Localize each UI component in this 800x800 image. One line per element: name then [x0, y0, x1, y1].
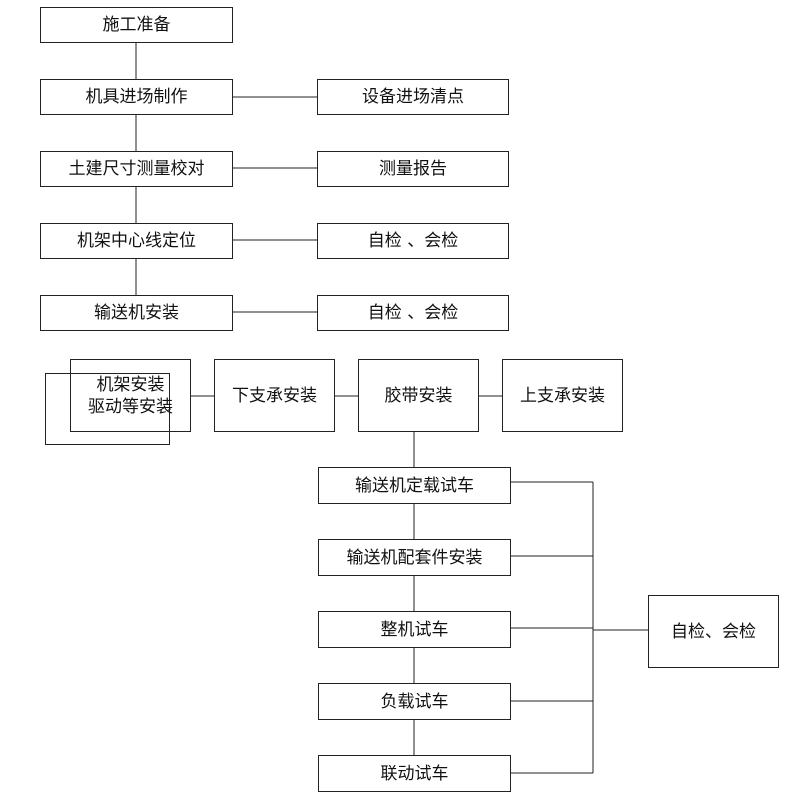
step-tool-prep: 机具进场制作	[40, 79, 233, 115]
final-self-check: 自检、会检	[648, 595, 779, 668]
frame-drive-back-box	[45, 373, 170, 445]
step-construction-prep: 施工准备	[40, 7, 233, 43]
step-belt-install: 胶带安装	[358, 359, 479, 432]
note-equipment-check: 设备进场清点	[317, 79, 509, 115]
frame-drive-label: 机架安装 驱动等安装	[88, 374, 173, 417]
step-fixed-load-test: 输送机定载试车	[318, 467, 511, 504]
note-self-check-2: 自检 、会检	[317, 295, 509, 331]
step-upper-idler-install: 上支承安装	[502, 359, 623, 432]
step-frame-drive-install: 机架安装 驱动等安装	[70, 359, 191, 432]
note-self-check-1: 自检 、会检	[317, 223, 509, 259]
step-accessory-install: 输送机配套件安装	[318, 539, 511, 576]
step-linked-test: 联动试车	[318, 755, 511, 792]
step-lower-idler-install: 下支承安装	[214, 359, 335, 432]
note-measurement-report: 测量报告	[317, 151, 509, 187]
step-frame-centerline: 机架中心线定位	[40, 223, 233, 259]
step-civil-measurement: 土建尺寸测量校对	[40, 151, 233, 187]
step-load-test: 负载试车	[318, 683, 511, 720]
step-full-machine-test: 整机试车	[318, 611, 511, 648]
step-conveyor-install: 输送机安装	[40, 295, 233, 331]
